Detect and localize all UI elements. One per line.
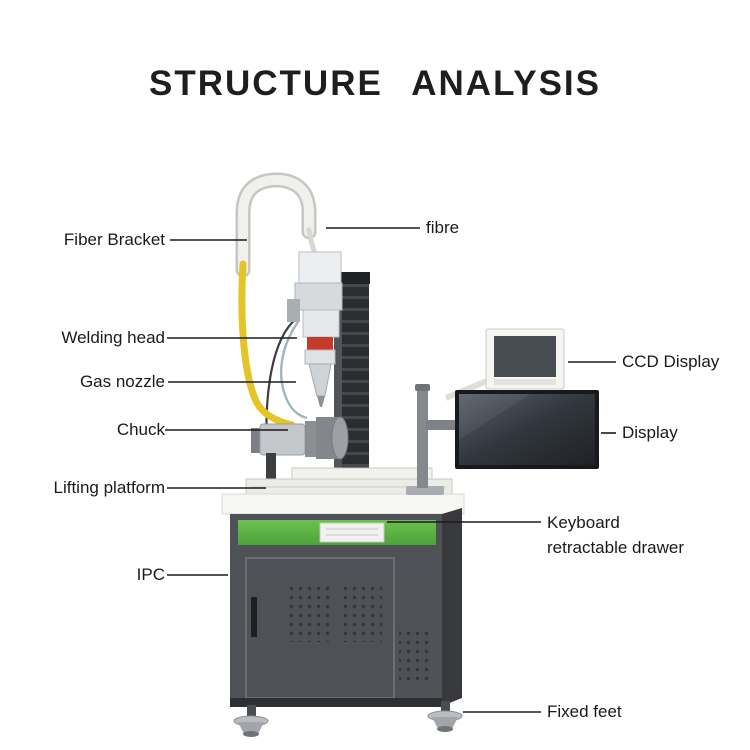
gas-nozzle-part [308,363,332,407]
main-display-monitor [455,390,599,469]
label-fibre: fibre [426,218,460,237]
fiber-cable [238,260,296,429]
page-title: STRUCTURE ANALYSIS [148,64,601,103]
vent-grid-side [399,626,433,682]
leader-lines [165,227,616,713]
chuck-part [251,416,349,481]
label-ccd-display: CCD Display [622,352,720,371]
keyboard-drawer-handle [319,522,385,543]
ccd-display-monitor [485,328,565,390]
label-chuck: Chuck [116,420,165,439]
vent-grid-right [338,582,382,642]
welding-head-part [287,251,343,365]
lifting-platform-part [221,467,465,515]
monitor-arm [406,378,489,495]
label-display: Display [622,423,678,442]
vent-grid-left [286,582,330,642]
cabinet [230,508,462,707]
label-gas-nozzle: Gas nozzle [79,372,165,391]
label-welding-head: Welding head [61,328,165,347]
label-lifting-platform: Lifting platform [53,478,166,497]
label-keyboard-drawer: Keyboard retractable drawer [547,513,685,557]
fixed-foot-right [427,701,463,732]
fiber-bracket-part [235,172,317,278]
label-fiber-bracket: Fiber Bracket [63,230,165,249]
door-handle-icon [251,597,257,637]
label-ipc: IPC [136,565,165,584]
gas-tube [280,321,308,420]
fixed-foot-left [233,705,269,737]
label-fixed-feet: Fixed feet [547,702,622,721]
